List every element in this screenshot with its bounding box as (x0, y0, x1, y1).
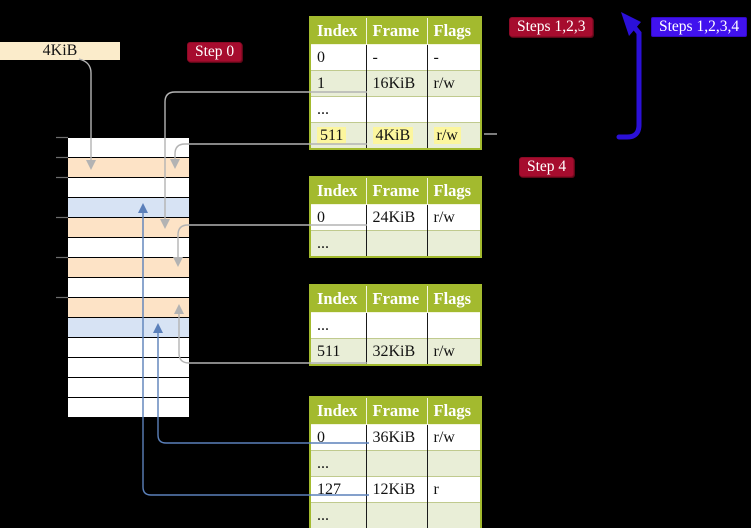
memory-frame-row (68, 158, 189, 178)
memory-frame-row (68, 258, 189, 278)
table-cell (366, 96, 428, 123)
table-row: 511 4KiB r/w (310, 122, 481, 149)
table-cell: r/w (427, 70, 481, 97)
table-cell: 1 (310, 70, 367, 97)
table-cell: ... (310, 502, 367, 528)
memory-frame-row (68, 358, 189, 378)
badge-steps-1-2-3-4: Steps 1,2,3,4 (651, 17, 748, 37)
table-cell: r/w (427, 204, 481, 231)
memory-frame-row (68, 238, 189, 258)
column-header: Flags (427, 285, 481, 313)
memory-frame-row (68, 198, 189, 218)
memory-frame-row (68, 138, 189, 158)
table-cell: 0 (310, 424, 367, 451)
column-header: Frame (366, 285, 428, 313)
table-row: ... (310, 96, 481, 123)
table-cell (427, 96, 481, 123)
table-row: ... (310, 502, 481, 528)
column-header: Frame (366, 17, 428, 45)
badge-steps-1-2-3: Steps 1,2,3 (509, 17, 594, 37)
table-cell: 24KiB (366, 204, 428, 231)
table-cell: r (427, 476, 481, 503)
table-cell: ... (310, 312, 367, 339)
column-header: Flags (427, 397, 481, 425)
table-cell (366, 450, 428, 477)
table-cell: 32KiB (366, 338, 428, 365)
column-header: Flags (427, 177, 481, 205)
table-cell (366, 312, 428, 339)
column-header: Index (310, 397, 367, 425)
table-cell: 127 (310, 476, 367, 503)
memory-frame-row (68, 278, 189, 298)
badge-step-4: Step 4 (519, 157, 575, 177)
table-cell: r/w (427, 122, 481, 149)
column-header: Flags (427, 17, 481, 45)
table-cell (366, 502, 428, 528)
table-cell: - (427, 44, 481, 71)
memory-frame-row (68, 218, 189, 238)
table-row: ... (310, 450, 481, 477)
column-header: Index (310, 177, 367, 205)
frame-size-label: 4KiB (0, 42, 120, 60)
table-cell: r/w (427, 424, 481, 451)
table-cell: r/w (427, 338, 481, 365)
table-row: ... (310, 230, 481, 257)
column-header: Frame (366, 397, 428, 425)
table-cell: - (366, 44, 428, 71)
column-header: Frame (366, 177, 428, 205)
table-cell: 0 (310, 204, 367, 231)
table-cell: 511 (310, 122, 367, 149)
physical-memory-column (68, 137, 189, 418)
column-header: Index (310, 17, 367, 45)
table-cell (427, 230, 481, 257)
table-cell: 4KiB (366, 122, 428, 149)
memory-frame-row (68, 378, 189, 398)
table-cell (366, 230, 428, 257)
table-cell: ... (310, 96, 367, 123)
table-cell: 0 (310, 44, 367, 71)
memory-frame-row (68, 398, 189, 418)
column-header: Index (310, 285, 367, 313)
table-row: ... (310, 312, 481, 339)
table-cell: 511 (310, 338, 367, 365)
table-cell: 12KiB (366, 476, 428, 503)
highlighted-value: 4KiB (372, 126, 414, 144)
table-cell: ... (310, 450, 367, 477)
memory-ticks (56, 136, 68, 299)
highlighted-value: r/w (433, 126, 461, 144)
table-cell (427, 312, 481, 339)
table-cell (427, 450, 481, 477)
memory-frame-row (68, 318, 189, 338)
steps-loop-arrow (616, 12, 642, 140)
table-cell: ... (310, 230, 367, 257)
memory-frame-row (68, 338, 189, 358)
highlighted-value: 511 (317, 126, 347, 144)
table-row: 0-- (310, 44, 481, 71)
memory-frame-row (68, 298, 189, 318)
badge-step-0: Step 0 (187, 42, 243, 62)
table-cell: 16KiB (366, 70, 428, 97)
table-cell (427, 502, 481, 528)
table-cell: 36KiB (366, 424, 428, 451)
memory-frame-row (68, 178, 189, 198)
